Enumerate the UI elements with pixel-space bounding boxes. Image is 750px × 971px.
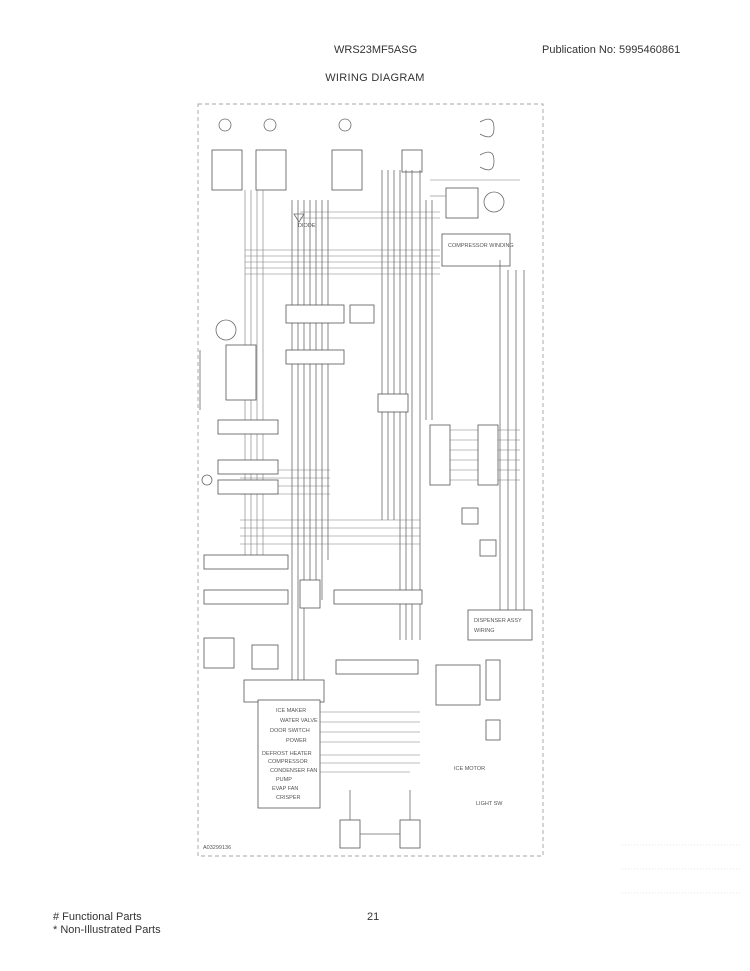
diode-label: DIODE — [298, 223, 316, 229]
horizontal-runs — [240, 179, 520, 545]
dispenser-assy-label: DISPENSER ASSY — [474, 618, 522, 624]
compressor-label: COMPRESSOR — [268, 759, 308, 765]
main-control-connector — [243, 679, 325, 703]
dispenser-assy-label-2: WIRING — [474, 628, 494, 634]
compressor-winding-box — [441, 233, 511, 267]
diagram-frame — [197, 103, 544, 857]
compressor-winding-label: COMPRESSOR WINDING — [448, 243, 514, 249]
lower-left-blocks — [203, 637, 501, 741]
drawing-number: A03299136 — [203, 845, 231, 851]
defrost-heater-label: DEFROST HEATER — [262, 751, 312, 757]
pump-label: PUMP — [276, 777, 292, 783]
evap-fan-motor — [199, 319, 257, 486]
non-illustrated-parts-note: * Non-Illustrated Parts — [53, 924, 161, 936]
control-board: ICE MAKER WATER VALVE DOOR SWITCH POWER … — [257, 699, 420, 809]
crisper-label: CRISPER — [276, 795, 300, 801]
light-sw-label: LIGHT SW — [476, 801, 503, 807]
model-number: WRS23MF5ASG — [334, 44, 418, 56]
door-switch-label: DOOR SWITCH — [270, 728, 310, 734]
lamp-sockets — [445, 118, 505, 219]
switches — [299, 393, 497, 609]
evap-fan-label: EVAP FAN — [272, 786, 298, 792]
dispenser-assy-box — [467, 609, 533, 641]
ice-motor-label: ICE MOTOR — [454, 766, 485, 772]
middle-connectors — [203, 304, 499, 605]
condenser-fan-label: CONDENSER FAN — [270, 768, 317, 774]
page-title: WIRING DIAGRAM — [325, 72, 425, 84]
water-valve-label: WATER VALVE — [280, 718, 318, 724]
ice-maker-label: ICE MAKER — [276, 708, 306, 714]
bottom-relays: LIGHT SW ICE MOTOR — [339, 766, 503, 849]
top-connectors — [211, 118, 423, 191]
page-number: 21 — [367, 911, 380, 923]
publication-number: Publication No: 5995460861 — [542, 44, 681, 56]
power-label: POWER — [286, 738, 307, 744]
functional-parts-note: # Functional Parts — [53, 911, 142, 923]
